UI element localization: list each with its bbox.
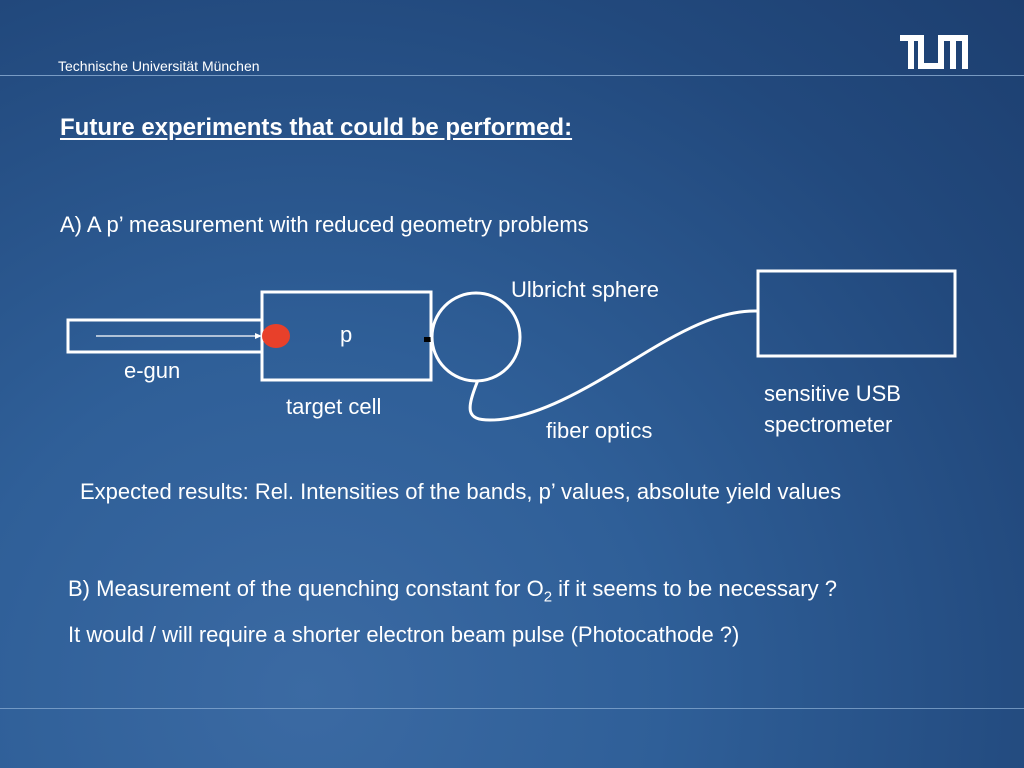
beam-arrowhead [255,333,262,339]
ulbricht-sphere [430,291,522,383]
egun-label: e-gun [124,358,181,383]
target-cell-label: target cell [286,394,382,419]
section-b-suffix: if it seems to be necessary ? [552,576,837,601]
fiber-optics-label: fiber optics [546,418,653,443]
tum-logo [900,35,968,69]
p-label: p [340,322,353,347]
section-b-prefix: B) Measurement of the quenching constant… [68,576,544,601]
expected-results: Expected results: Rel. Intensities of th… [80,479,842,504]
slide-title: Future experiments that could be perform… [60,114,573,141]
section-b-note: It would / will require a shorter electr… [68,622,740,647]
section-b-subscript: 2 [543,588,553,606]
fiber-optic-cable [468,309,759,422]
ulbricht-sphere-label: Ulbricht sphere [511,277,659,302]
header-divider [0,75,1024,76]
spectrometer-label-line1: sensitive USB [764,381,901,406]
section-b-heading: B) Measurement of the quenching constant… [68,576,837,605]
section-a-heading: A) A p’ measurement with reduced geometr… [60,212,589,237]
footer-divider [0,708,1024,709]
institution-name: Technische Universität München [58,58,260,74]
window-marker [424,337,433,342]
beam-spot [262,324,290,348]
spectrometer-box [756,269,957,358]
spectrometer-label-line2: spectrometer [764,412,893,437]
